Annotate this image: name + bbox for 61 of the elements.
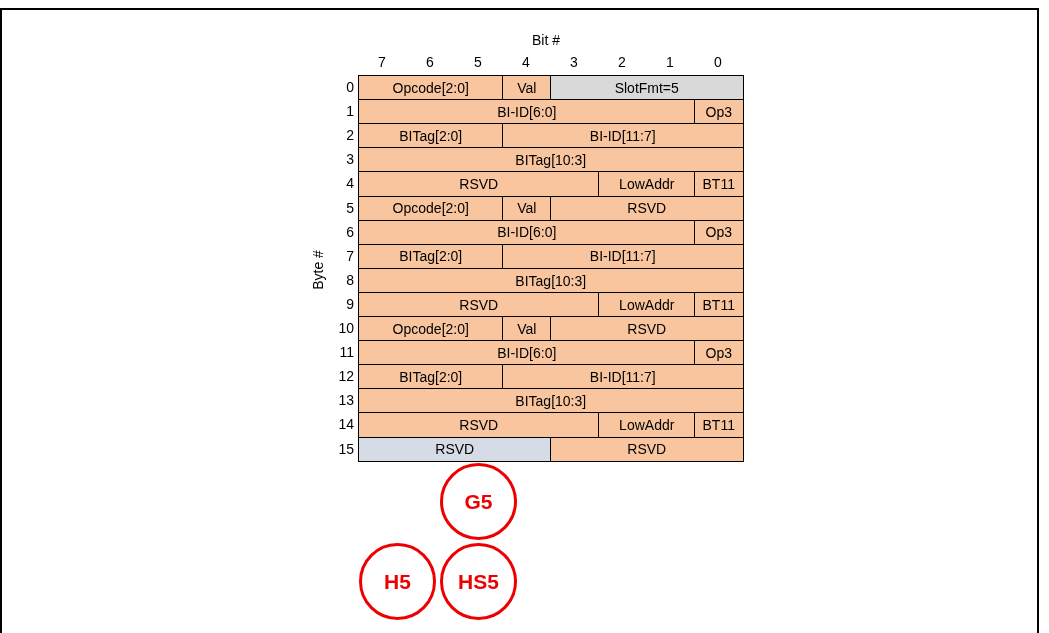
byte-number: 8 (346, 271, 354, 288)
byte-number: 12 (338, 368, 354, 385)
byte-number: 15 (338, 440, 354, 457)
field-cell: Opcode[2:0] (358, 75, 504, 101)
field-cell: BITag[10:3] (358, 388, 744, 414)
field-cell: BI-ID[6:0] (358, 219, 696, 246)
byte-number: 3 (346, 151, 354, 168)
bit-number: 5 (474, 54, 482, 70)
byte-number: 11 (339, 344, 354, 361)
field-cell: RSVD (358, 412, 600, 438)
byte-number: 6 (346, 223, 354, 240)
field-cell: RSVD (358, 171, 600, 197)
bit-number: 6 (426, 54, 434, 70)
field-cell: Opcode[2:0] (358, 316, 504, 342)
field-cell: SlotFmt=5 (550, 75, 744, 101)
field-cell: BI-ID[6:0] (358, 340, 696, 366)
field-cell: RSVD (550, 195, 744, 222)
field-cell: BI-ID[11:7] (502, 364, 744, 390)
field-cell: RSVD (358, 291, 600, 318)
byte-number: 5 (346, 199, 354, 216)
axis-title: Byte # (309, 250, 326, 290)
field-cell: BT11 (694, 412, 744, 438)
bit-number: 4 (522, 54, 530, 70)
byte-number: 4 (346, 175, 354, 192)
field-cell: BI-ID[11:7] (502, 243, 744, 270)
field-cell: LowAddr (598, 171, 696, 197)
axis-title: Bit # (532, 32, 560, 48)
bit-number: 2 (618, 54, 626, 70)
byte-number: 9 (346, 295, 354, 312)
field-cell: BI-ID[11:7] (502, 123, 744, 149)
field-cell: BT11 (694, 291, 744, 318)
bit-number: 0 (714, 54, 722, 70)
field-cell: RSVD (550, 436, 744, 463)
circled-label: HS5 (440, 543, 517, 620)
field-cell: LowAddr (598, 412, 696, 438)
bit-number: 1 (666, 54, 674, 70)
field-cell: BITag[2:0] (358, 364, 504, 390)
field-cell: Op3 (694, 340, 744, 366)
field-cell: BI-ID[6:0] (358, 99, 696, 125)
field-cell: LowAddr (598, 291, 696, 318)
bit-number: 3 (570, 54, 578, 70)
field-cell: BITag[10:3] (358, 147, 744, 173)
circled-label: H5 (359, 543, 436, 620)
byte-number: 0 (346, 79, 354, 95)
field-cell: Op3 (694, 219, 744, 246)
byte-number: 10 (338, 320, 354, 336)
field-cell: Op3 (694, 99, 744, 125)
byte-number: 13 (338, 392, 354, 409)
field-cell: BITag[2:0] (358, 243, 504, 270)
field-cell: BITag[2:0] (358, 123, 504, 149)
circled-label: G5 (440, 463, 517, 540)
byte-number: 7 (346, 247, 354, 264)
field-cell: BT11 (694, 171, 744, 197)
byte-number: 14 (338, 416, 354, 433)
field-cell: Opcode[2:0] (358, 195, 504, 222)
byte-number: 1 (346, 103, 354, 120)
field-cell: BITag[10:3] (358, 267, 744, 294)
field-cell: RSVD (358, 436, 552, 463)
byte-number: 2 (346, 127, 354, 144)
bit-number: 7 (378, 54, 386, 70)
field-cell: RSVD (550, 316, 744, 342)
